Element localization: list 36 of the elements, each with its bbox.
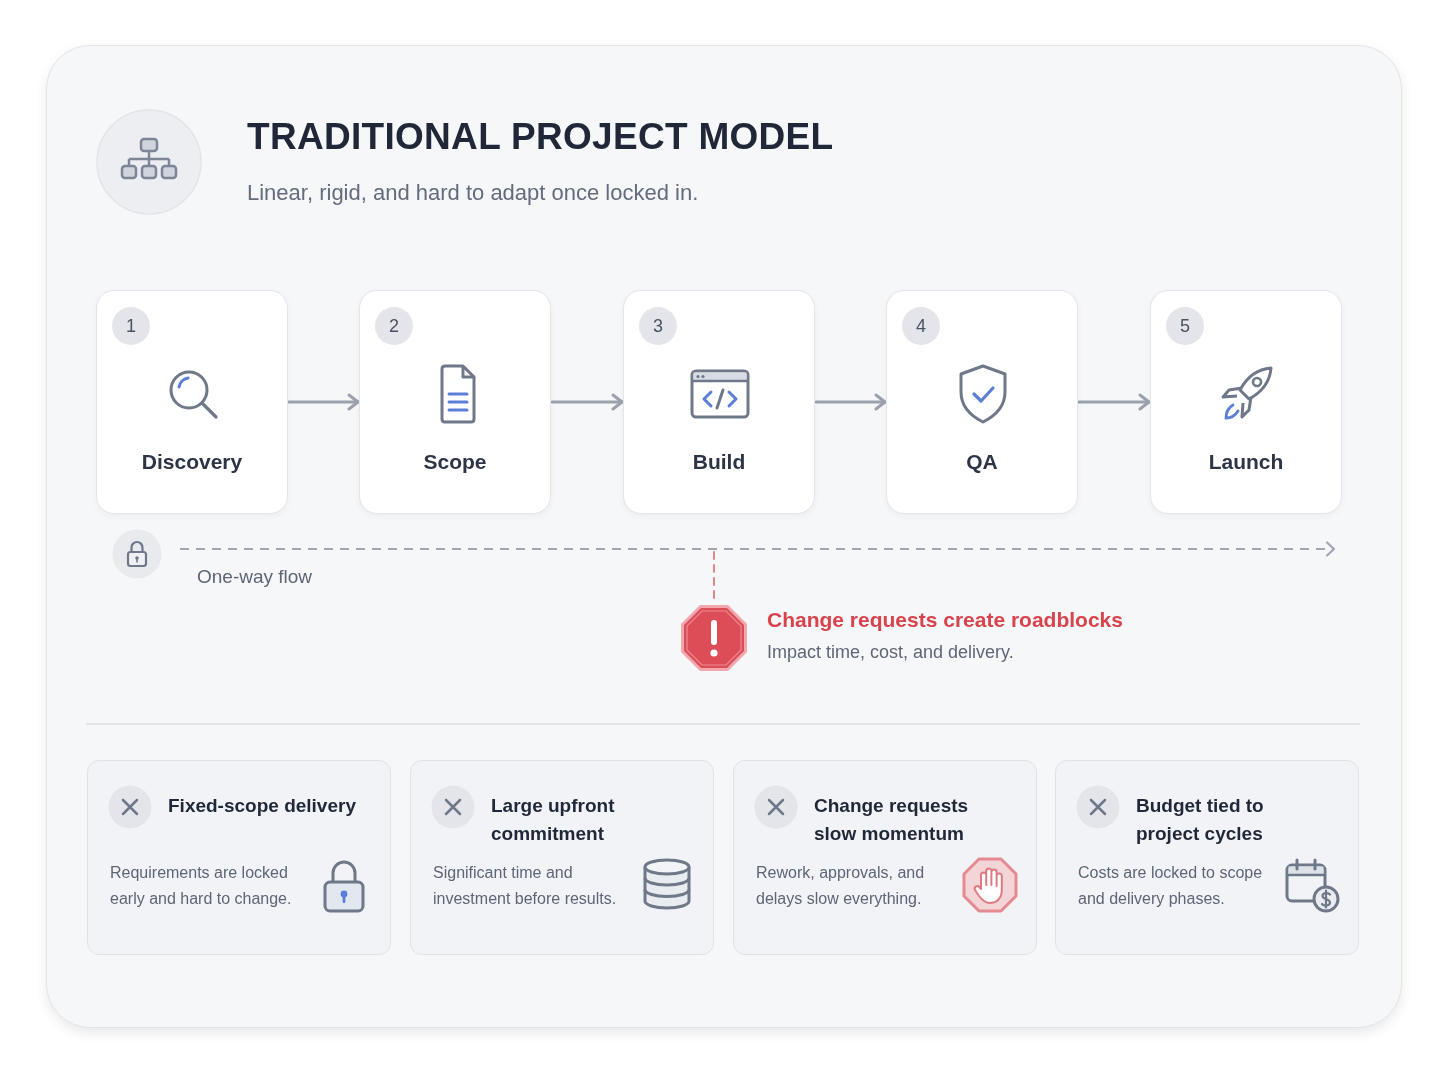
- card-title: Change requests slow momentum: [814, 794, 970, 846]
- step-label: Build: [692, 449, 746, 475]
- issue-card: [87, 760, 391, 955]
- flow-label: One-way flow: [197, 566, 313, 588]
- step-card: [1150, 290, 1342, 514]
- card-text: Rework, approvals, and delays slow everything.: [756, 863, 926, 909]
- title: TRADITIONAL PROJECT MODEL: [247, 116, 834, 158]
- card-title: Large upfront commitment: [491, 794, 616, 846]
- card-title: Budget tied to project cycles: [1136, 794, 1265, 846]
- step-label: Scope: [423, 449, 487, 475]
- card-text: Costs are locked to scope and delivery phases.: [1078, 863, 1264, 909]
- issue-card: [733, 760, 1037, 955]
- step-card: [886, 290, 1078, 514]
- step-label: Discovery: [141, 449, 243, 475]
- arrow: [814, 393, 887, 411]
- card-title: Fixed-scope delivery: [168, 794, 357, 818]
- step-number: 4: [902, 307, 940, 345]
- step-number: 2: [375, 307, 413, 345]
- issue-card: [1055, 760, 1359, 955]
- step-number: 5: [1166, 307, 1204, 345]
- warning-heading: Change requests create roadblocks: [767, 608, 1123, 632]
- step-label: Launch: [1208, 449, 1284, 475]
- card-text: Significant time and investment before results.: [433, 863, 618, 909]
- subtitle: Linear, rigid, and hard to adapt once locked in.: [247, 180, 699, 206]
- step-card: [96, 290, 288, 514]
- arrow: [550, 393, 624, 411]
- step-card: [359, 290, 551, 514]
- arrow: [1077, 393, 1151, 411]
- card-text: Requirements are locked early and hard to change.: [110, 863, 293, 909]
- step-label: QA: [966, 449, 998, 475]
- step-card: [623, 290, 815, 514]
- step-number: 3: [639, 307, 677, 345]
- step-number: 1: [112, 307, 150, 345]
- warning-text: Impact time, cost, and delivery.: [767, 642, 1014, 663]
- arrow: [287, 393, 360, 411]
- issue-card: [410, 760, 714, 955]
